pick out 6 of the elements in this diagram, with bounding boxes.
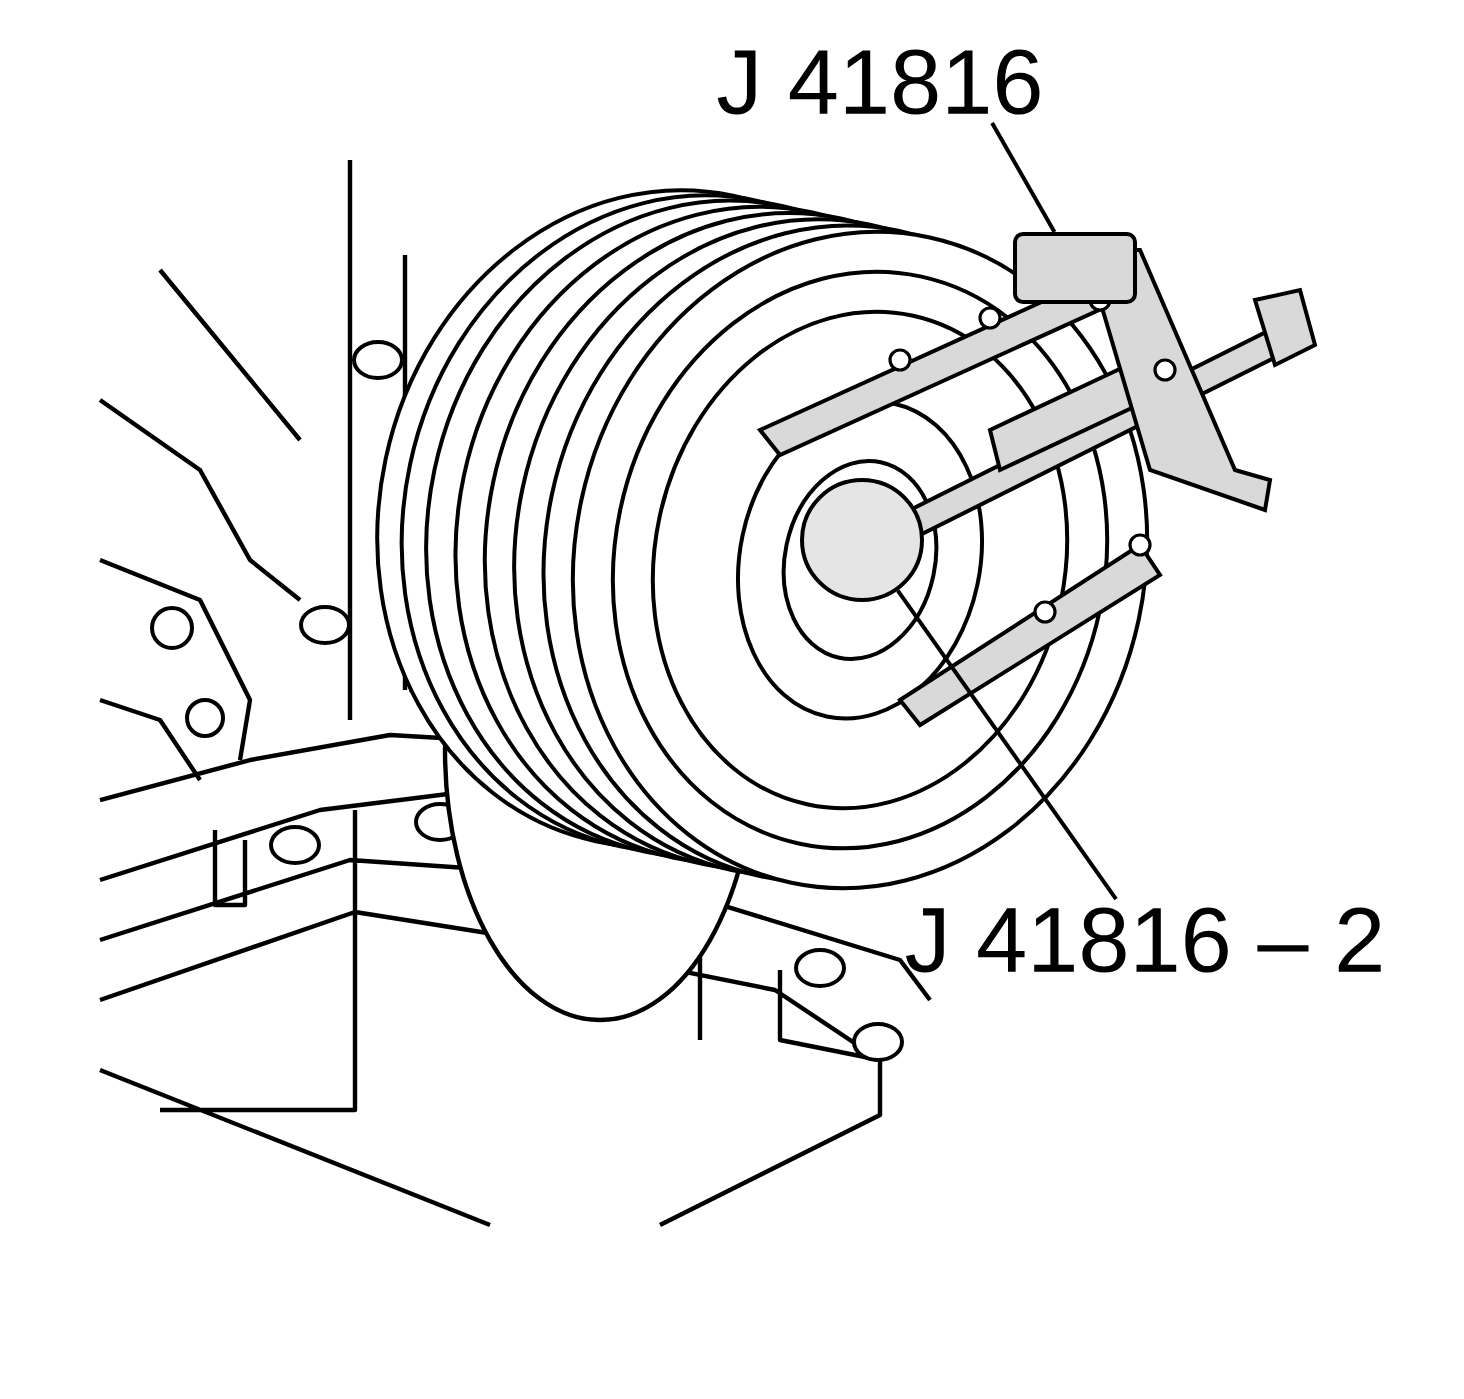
tool-part bbox=[1013, 232, 1137, 304]
tool-part bbox=[800, 478, 924, 602]
leader-line bbox=[896, 589, 1118, 901]
part-label: J 41816 – 2 bbox=[906, 907, 1381, 973]
leader-line bbox=[990, 122, 1057, 233]
part-label: J 41816 bbox=[717, 49, 1040, 115]
